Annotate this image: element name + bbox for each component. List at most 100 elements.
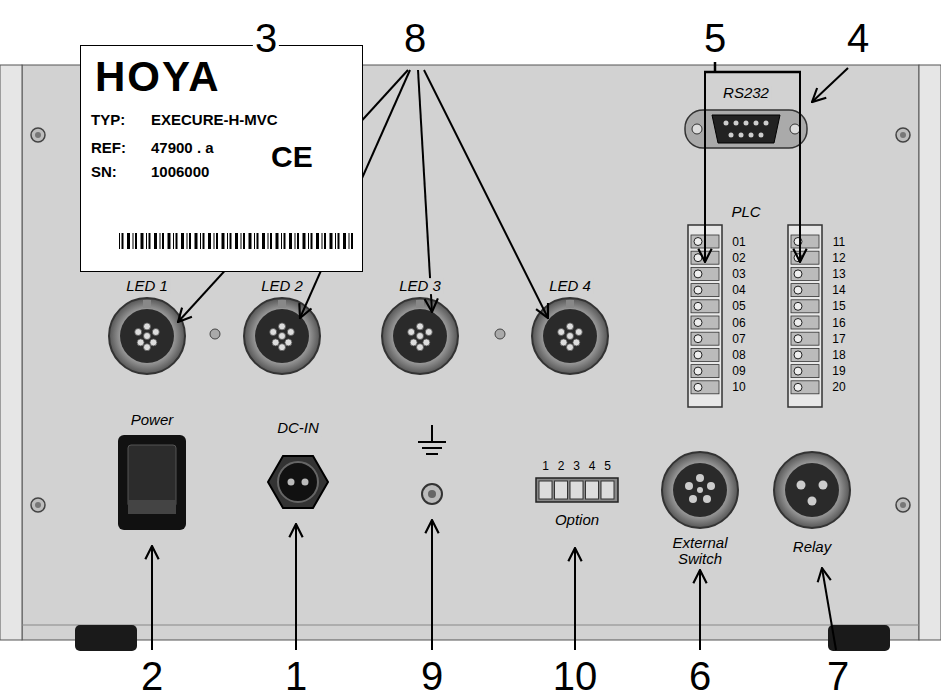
terminal-cell [570,481,583,499]
connector-pin [417,323,424,330]
terminal-cell [539,481,552,499]
callout-bracket [704,62,801,72]
pin-number: 10 [730,381,747,394]
terminal-cell [791,365,819,378]
connector-pin [270,329,277,336]
callout-number: 5 [702,17,728,59]
terminal-cell [791,316,819,329]
field-key: SN: [91,164,117,179]
pin-number: 5 [602,460,613,473]
terminal-cell [691,267,719,280]
callout-number: 8 [402,17,428,59]
callout-number: 7 [825,655,851,697]
pin-number: 14 [830,284,847,297]
pin-number: 12 [830,251,847,264]
port-label: RS232 [721,85,771,101]
connector-pin [573,339,580,346]
terminal-screw [794,367,802,375]
terminal-cell [691,316,719,329]
field-value: 1006000 [151,164,209,179]
connector-pin [567,333,574,340]
rs232-port [685,110,807,148]
terminal-screw [794,302,802,310]
pin-number: 08 [730,349,747,362]
rating-plate: HOYATYP:EXECURE-H-MVCREF:47900 . aSN:100… [80,45,363,272]
pin-number: 07 [730,332,747,345]
connector-pin [423,339,430,346]
port-label: External Switch [666,535,734,567]
terminal-cell [791,284,819,297]
terminal-cell [691,300,719,313]
port-label: LED 2 [259,278,305,294]
pin-number: 04 [730,284,747,297]
pin-number: 18 [830,349,847,362]
terminal-screw [794,383,802,391]
terminal-screw [794,351,802,359]
pin-number: 19 [830,365,847,378]
pin-number: 2 [556,460,567,473]
callout-number: 6 [687,655,713,697]
callout-number: 1 [283,655,309,697]
port-label: PLC [729,204,762,220]
pin-number: 3 [571,460,582,473]
terminal-screw [694,351,702,359]
connector-pin [279,333,286,340]
terminal-screw [694,383,702,391]
port-label: LED 4 [547,278,593,294]
connector-pin [152,329,159,336]
terminal-cell [791,381,819,394]
callout-number: 10 [551,655,600,697]
pin-number: 13 [830,268,847,281]
pin-number: 16 [830,316,847,329]
dc-in-socket [268,456,328,508]
brand-logo: HOYA [95,56,221,98]
terminal-cell [691,365,719,378]
pin-number: 1 [540,460,551,473]
terminal-cell [586,481,599,499]
pin-number: 4 [587,460,598,473]
plc-terminal-strip [788,225,822,407]
ground-stud [422,484,442,504]
port-label: Option [553,512,601,528]
connector-pin [558,329,565,336]
connector-pin [135,329,142,336]
connector-pin [560,339,567,346]
power-switch [118,435,186,530]
connector-pin [408,329,415,336]
pin-number: 06 [730,316,747,329]
option-terminal [536,478,618,502]
terminal-screw [694,319,702,327]
callout-number: 3 [253,17,279,59]
external-switch-socket [662,452,738,528]
connector-pin [150,339,157,346]
connector-pin [417,344,424,351]
port-label: Power [129,412,176,428]
connector-pin [567,344,574,351]
pin-number: 09 [730,365,747,378]
callout-number: 4 [845,17,871,59]
callout-number: 9 [419,655,445,697]
terminal-screw [694,286,702,294]
field-value: 47900 . a [151,140,214,155]
connector-pin [567,323,574,330]
connector-pin [272,339,279,346]
terminal-cell [791,300,819,313]
port-label: LED 3 [397,278,443,294]
connector-pin [279,344,286,351]
connector-pin [137,339,144,346]
callout-number: 2 [139,655,165,697]
relay-socket [774,452,850,528]
terminal-cell [691,284,719,297]
port-label: LED 1 [124,278,170,294]
field-value: EXECURE-H-MVC [151,112,278,127]
ground-symbol [418,425,446,454]
terminal-cell [691,332,719,345]
terminal-screw [694,302,702,310]
connector-pin [144,333,151,340]
ce-mark: CE [271,142,313,172]
terminal-screw [694,254,702,262]
terminal-cell [791,235,819,248]
terminal-cell [791,267,819,280]
terminal-cell [791,251,819,264]
